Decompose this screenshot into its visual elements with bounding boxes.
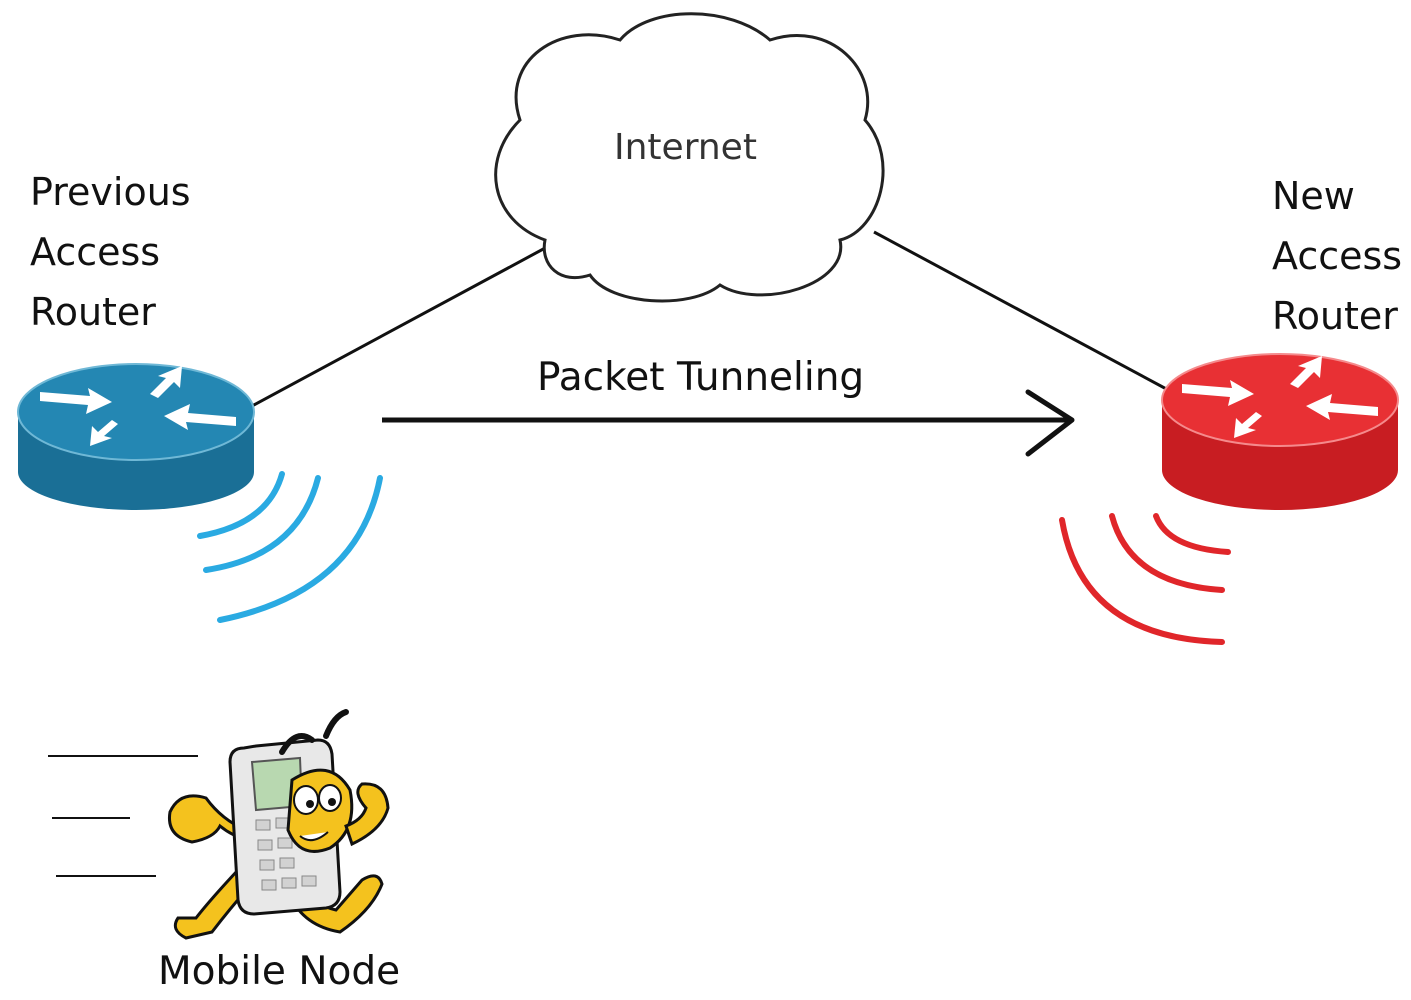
new-router-label-line-3: Router xyxy=(1272,294,1398,338)
new-router-label-line-2: Access xyxy=(1272,234,1403,278)
previous-router-label-line-3: Router xyxy=(30,290,156,334)
packet-tunneling-label: Packet Tunneling xyxy=(537,355,865,400)
previous-router-label-line-1: Previous xyxy=(30,170,191,214)
running-phone-icon xyxy=(167,709,390,940)
motion-lines xyxy=(48,755,198,877)
previous-router-label: Previous Access Router xyxy=(30,162,191,342)
previous-router-label-line-2: Access xyxy=(30,230,161,274)
new-router-icon xyxy=(1161,353,1399,510)
internet-label: Internet xyxy=(614,127,757,168)
mobile-node-label: Mobile Node xyxy=(158,949,401,994)
tunnel-arrow xyxy=(382,389,1075,457)
link-internet-to-new xyxy=(873,230,1173,394)
new-router-label-line-1: New xyxy=(1272,174,1355,218)
wireless-waves-previous-icon xyxy=(197,471,383,623)
new-router-label: New Access Router xyxy=(1272,166,1402,346)
wireless-waves-new-icon xyxy=(1059,513,1231,645)
link-previous-to-internet xyxy=(251,238,561,408)
cloud-icon xyxy=(494,12,885,303)
previous-router-icon xyxy=(17,363,255,510)
